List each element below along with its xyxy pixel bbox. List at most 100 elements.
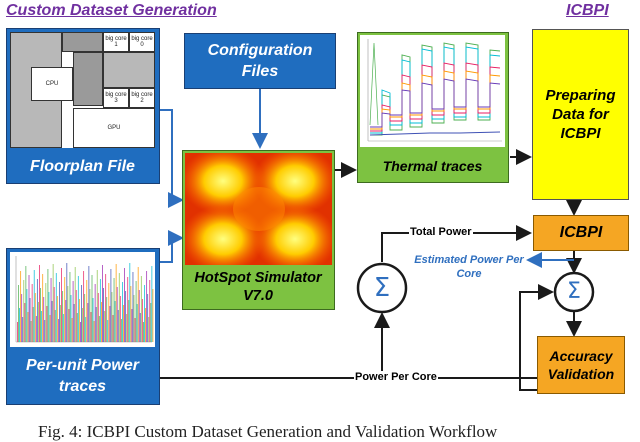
power-trace-bar	[71, 318, 73, 342]
power-trace-bar	[133, 295, 135, 342]
power-trace-bar	[27, 312, 29, 342]
power-trace-bar	[109, 306, 111, 342]
power-trace-bar	[26, 289, 28, 342]
power-trace-bar	[65, 300, 67, 342]
accuracy-validation-box: Accuracy Validation	[537, 336, 625, 394]
power-trace-bar	[34, 293, 36, 342]
power-trace-bar	[78, 299, 80, 342]
power-trace-bar	[20, 271, 22, 342]
power-trace-bar	[141, 299, 143, 342]
power-trace-bar	[52, 264, 54, 342]
power-trace-bar	[112, 315, 114, 342]
power-trace-bar	[75, 290, 77, 342]
configuration-files-label: Configuration Files	[207, 42, 313, 80]
power-trace-bar	[80, 322, 81, 342]
power-trace-bar	[83, 271, 85, 342]
power-trace-bar	[124, 268, 125, 342]
power-trace-bar	[17, 322, 18, 342]
power-trace-bar	[51, 301, 53, 342]
power-trace-bar	[86, 280, 88, 342]
power-trace-bar	[123, 305, 124, 342]
power-trace-bar	[98, 316, 100, 342]
power-trace-bar	[68, 309, 70, 342]
power-trace-bar	[94, 284, 96, 342]
power-trace-bar	[88, 266, 90, 342]
power-trace-bar	[114, 301, 116, 342]
power-trace-bar	[23, 280, 25, 342]
power-trace-bar	[132, 272, 134, 342]
sum-node-error	[553, 271, 595, 313]
power-trace-bar	[85, 317, 87, 342]
power-trace-bar	[140, 276, 142, 342]
power-trace-bar	[74, 267, 76, 342]
hotspot-simulator-label: HotSpot Simulator V7.0	[194, 270, 322, 304]
power-trace-bar	[31, 284, 33, 342]
floorplan-big-core-1: big core 1	[103, 32, 129, 52]
power-trace-bar	[45, 283, 47, 342]
power-trace-bar	[106, 297, 108, 342]
power-trace-bar	[147, 294, 149, 342]
icbpi-label: ICBPI	[559, 224, 603, 241]
power-trace-bar	[104, 311, 106, 342]
power-trace-bar	[29, 298, 31, 342]
power-trace-bar	[145, 308, 146, 342]
power-trace-bar	[47, 269, 49, 342]
floorplan-file-label: Floorplan File	[30, 158, 135, 175]
preparing-data-box: Preparing Data for ICBPI	[532, 29, 629, 200]
floorplan-diagram: big core 1 big core 0 CPU big core 3 big…	[10, 32, 155, 148]
power-trace-bar	[91, 275, 93, 342]
power-trace-bar	[131, 309, 133, 342]
power-trace-bar	[92, 298, 94, 342]
power-trace-bar	[110, 269, 112, 342]
power-trace-bar	[33, 270, 35, 342]
power-trace-bar	[72, 281, 74, 342]
power-trace-bar	[139, 313, 141, 342]
power-trace-bar	[130, 286, 132, 342]
estimated-power-label: Estimated Power Per Core	[414, 254, 524, 280]
power-trace-bar	[61, 268, 62, 342]
preparing-data-label: Preparing Data for ICBPI	[545, 87, 616, 142]
power-trace-bar	[84, 294, 86, 342]
power-trace-bar	[120, 319, 122, 342]
power-trace-bar	[18, 285, 19, 342]
icbpi-box: ICBPI	[533, 215, 629, 251]
power-trace-bar	[97, 293, 99, 342]
power-trace-bar	[22, 317, 24, 342]
power-trace-bar	[28, 275, 30, 342]
floorplan-gray-top	[62, 32, 103, 52]
hotspot-simulator-box: HotSpot Simulator V7.0	[182, 150, 335, 310]
power-trace-bar	[87, 303, 89, 342]
power-trace-bar	[43, 297, 45, 342]
power-trace-bar	[113, 278, 115, 342]
power-trace-bar	[39, 265, 40, 342]
power-trace-bar	[89, 289, 91, 342]
power-traces-box: Per-unit Power traces	[6, 248, 160, 405]
floorplan-gray-right	[103, 52, 155, 88]
power-trace-bar	[30, 321, 32, 342]
sum-symbol-error: Σ	[567, 279, 581, 304]
power-trace-bar	[148, 317, 150, 342]
power-trace-bar	[73, 304, 75, 342]
power-trace-bar	[24, 303, 26, 342]
section-heading-dataset-generation: Custom Dataset Generation	[6, 2, 217, 19]
power-trace-bar	[95, 307, 97, 342]
power-trace-bar	[70, 295, 72, 342]
power-trace-bars	[17, 263, 154, 342]
power-trace-bar	[99, 279, 101, 342]
power-trace-bar	[82, 308, 83, 342]
power-trace-bar	[44, 320, 46, 342]
power-trace-bar	[119, 296, 121, 342]
power-per-core-label: Power Per Core	[354, 371, 438, 383]
floorplan-gpu: GPU	[73, 108, 155, 148]
power-trace-bar	[135, 281, 137, 342]
power-trace-bar	[42, 274, 44, 342]
power-trace-bar	[101, 302, 102, 342]
floorplan-gray-mid	[73, 52, 103, 106]
power-trace-bar	[54, 310, 56, 342]
power-trace-bar	[59, 282, 60, 342]
total-power-label: Total Power	[409, 226, 473, 238]
thermal-traces-label: Thermal traces	[382, 157, 483, 174]
floorplan-panel: big core 1 big core 0 CPU big core 3 big…	[6, 28, 160, 184]
power-trace-bar	[35, 316, 37, 342]
power-trace-bar	[53, 287, 55, 342]
